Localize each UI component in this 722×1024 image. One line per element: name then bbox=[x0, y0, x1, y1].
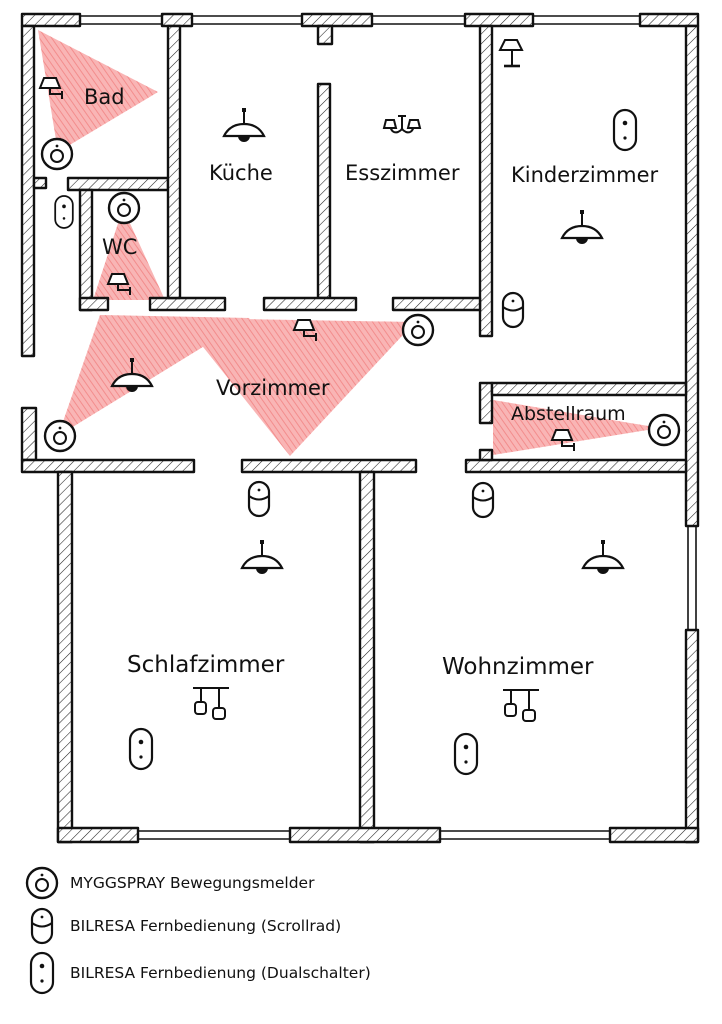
motion-sensor-icon bbox=[107, 191, 141, 225]
motion-sensor-icon bbox=[25, 866, 59, 900]
room-labels: Bad WC Küche Esszimmer Kinderzimmer Vorz… bbox=[84, 85, 658, 680]
room-label-kueche: Küche bbox=[209, 161, 273, 185]
room-label-schlafzimmer: Schlafzimmer bbox=[127, 652, 285, 678]
double-pendant-icon bbox=[192, 687, 230, 720]
room-label-wohnzimmer: Wohnzimmer bbox=[442, 654, 594, 680]
coverage-abstellraum bbox=[493, 400, 660, 455]
scroll-remote-icon bbox=[30, 907, 54, 945]
floor-lamp-icon bbox=[498, 38, 524, 68]
legend-label: BILRESA Fernbedienung (Scrollrad) bbox=[70, 917, 342, 935]
scroll-remote-icon bbox=[247, 480, 271, 518]
room-label-bad: Bad bbox=[84, 85, 125, 109]
scroll-remote-icon bbox=[471, 481, 495, 519]
dual-switch-remote-icon bbox=[128, 727, 154, 771]
dual-switch-remote-icon bbox=[29, 951, 55, 995]
motion-sensor-icon bbox=[647, 413, 681, 447]
legend-item-scroll-remote: BILRESA Fernbedienung (Scrollrad) bbox=[22, 907, 342, 945]
legend-item-motion-sensor: MYGGSPRAY Bewegungsmelder bbox=[22, 865, 314, 901]
pendant-lamp-icon bbox=[222, 106, 266, 144]
room-label-wc: WC bbox=[102, 235, 137, 259]
motion-sensor-icon bbox=[401, 313, 435, 347]
coverage-bad bbox=[38, 30, 158, 152]
room-label-kinderzimmer: Kinderzimmer bbox=[511, 163, 658, 187]
coverage-vorzimmer-right bbox=[180, 318, 415, 456]
room-label-vorzimmer: Vorzimmer bbox=[216, 376, 330, 400]
walls bbox=[20, 12, 700, 844]
dual-switch-remote-icon bbox=[54, 195, 74, 229]
coverage-areas bbox=[38, 30, 660, 456]
pendant-lamp-icon bbox=[240, 538, 284, 576]
chandelier-icon bbox=[383, 115, 421, 134]
dual-switch-remote-icon bbox=[453, 732, 479, 776]
room-label-esszimmer: Esszimmer bbox=[345, 161, 460, 185]
floor-plan: Bad WC Küche Esszimmer Kinderzimmer Vorz… bbox=[20, 12, 700, 844]
legend-item-dual-switch-remote: BILRESA Fernbedienung (Dualschalter) bbox=[22, 951, 371, 995]
room-label-abstellraum: Abstellraum bbox=[511, 403, 626, 425]
scroll-remote-icon bbox=[501, 291, 525, 329]
pendant-lamp-icon bbox=[560, 208, 604, 246]
dual-switch-remote-icon bbox=[612, 108, 638, 152]
motion-sensor-icon bbox=[43, 419, 77, 453]
pendant-lamp-icon bbox=[581, 538, 625, 576]
legend-label: BILRESA Fernbedienung (Dualschalter) bbox=[70, 964, 371, 982]
double-pendant-icon bbox=[502, 689, 540, 722]
motion-sensor-icon bbox=[40, 137, 74, 171]
legend-label: MYGGSPRAY Bewegungsmelder bbox=[70, 874, 315, 892]
